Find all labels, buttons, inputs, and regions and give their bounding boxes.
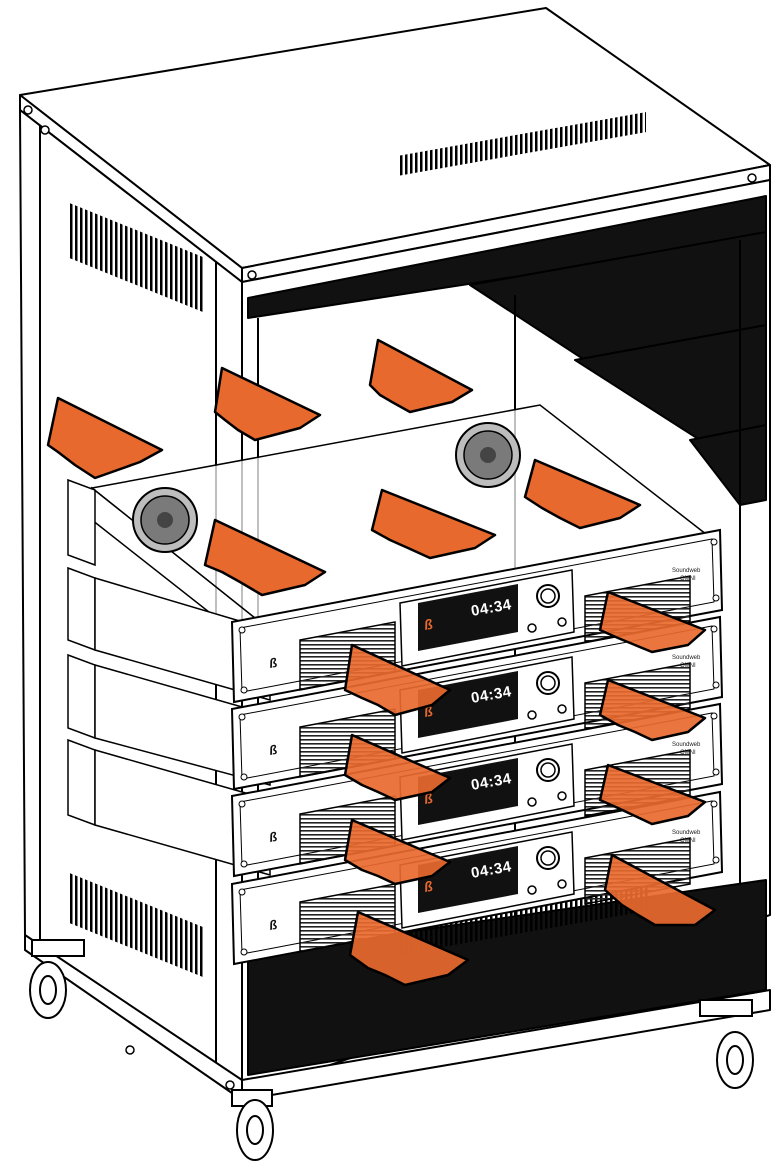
amp-model-label: Soundweb xyxy=(672,830,701,836)
up-right-arrow-icon xyxy=(598,678,707,742)
bss-logo-icon: ß xyxy=(423,878,435,895)
caster-wheel-icon xyxy=(29,939,85,1019)
amp-model-label: Soundweb xyxy=(672,655,701,661)
up-right-arrow-icon xyxy=(598,590,707,654)
casters xyxy=(29,939,754,1161)
left-side-vents xyxy=(70,203,205,978)
amp-model-label: OMNI xyxy=(680,663,696,669)
up-right-arrow-icon xyxy=(370,488,497,560)
amp-display-time: 04:34 xyxy=(470,683,513,707)
front-button xyxy=(557,879,567,889)
amp-model-label: OMNI xyxy=(680,576,696,582)
bss-logo-icon: ß xyxy=(268,917,278,933)
up-right-arrow-icon xyxy=(343,818,452,886)
up-right-arrow-icon xyxy=(348,910,470,987)
amp-side-profiles xyxy=(67,478,271,876)
fan-icon xyxy=(132,487,198,553)
amp-display xyxy=(418,584,518,651)
front-button xyxy=(557,791,567,801)
bss-logo-icon: ß xyxy=(423,790,435,807)
rack-bolts xyxy=(23,105,757,1090)
amp-model-label: OMNI xyxy=(680,838,696,844)
fan-unit-airflow-arrows xyxy=(203,458,642,597)
bss-logo-icon: ß xyxy=(268,829,278,845)
amp-model-label: Soundweb xyxy=(672,568,701,574)
front-button xyxy=(557,617,567,627)
bss-logo-icon: ß xyxy=(268,742,278,758)
amp-model-label: OMNI xyxy=(680,750,696,756)
volume-knob xyxy=(536,846,560,870)
front-button xyxy=(527,710,537,720)
caster-wheel-icon xyxy=(231,1089,274,1161)
upper-airflow-arrows xyxy=(46,338,474,480)
up-right-arrow-icon xyxy=(343,733,452,802)
amp-display-time: 04:34 xyxy=(470,770,513,794)
up-right-arrow-icon xyxy=(213,366,322,442)
up-right-arrow-icon xyxy=(203,518,327,597)
up-right-arrow-icon xyxy=(603,853,717,927)
volume-knob xyxy=(536,671,560,695)
amp-model-label: Soundweb xyxy=(672,742,701,748)
volume-knob xyxy=(536,758,560,782)
front-button xyxy=(527,797,537,807)
up-right-arrow-icon xyxy=(343,643,452,717)
caster-wheel-icon xyxy=(699,999,754,1089)
up-right-arrow-icon xyxy=(46,396,164,480)
volume-knob xyxy=(536,584,560,608)
front-button xyxy=(527,623,537,633)
front-button xyxy=(527,885,537,895)
bss-logo-icon: ß xyxy=(423,703,435,720)
top-vent-strip xyxy=(398,112,646,176)
up-right-arrow-icon xyxy=(368,338,474,414)
intake-airflow-arrows xyxy=(343,590,717,987)
amp-display-time: 04:34 xyxy=(470,858,513,882)
bss-logo-icon: ß xyxy=(268,655,278,671)
fan-icon xyxy=(455,422,521,488)
front-button xyxy=(557,704,567,714)
bss-logo-icon: ß xyxy=(423,616,435,633)
amplifier-stack: ß04:34ßSoundwebOMNIß04:34ßSoundwebOMNIß0… xyxy=(230,528,724,966)
up-right-arrow-icon xyxy=(523,458,642,530)
up-right-arrow-icon xyxy=(598,763,707,826)
amp-display-time: 04:34 xyxy=(470,596,513,620)
